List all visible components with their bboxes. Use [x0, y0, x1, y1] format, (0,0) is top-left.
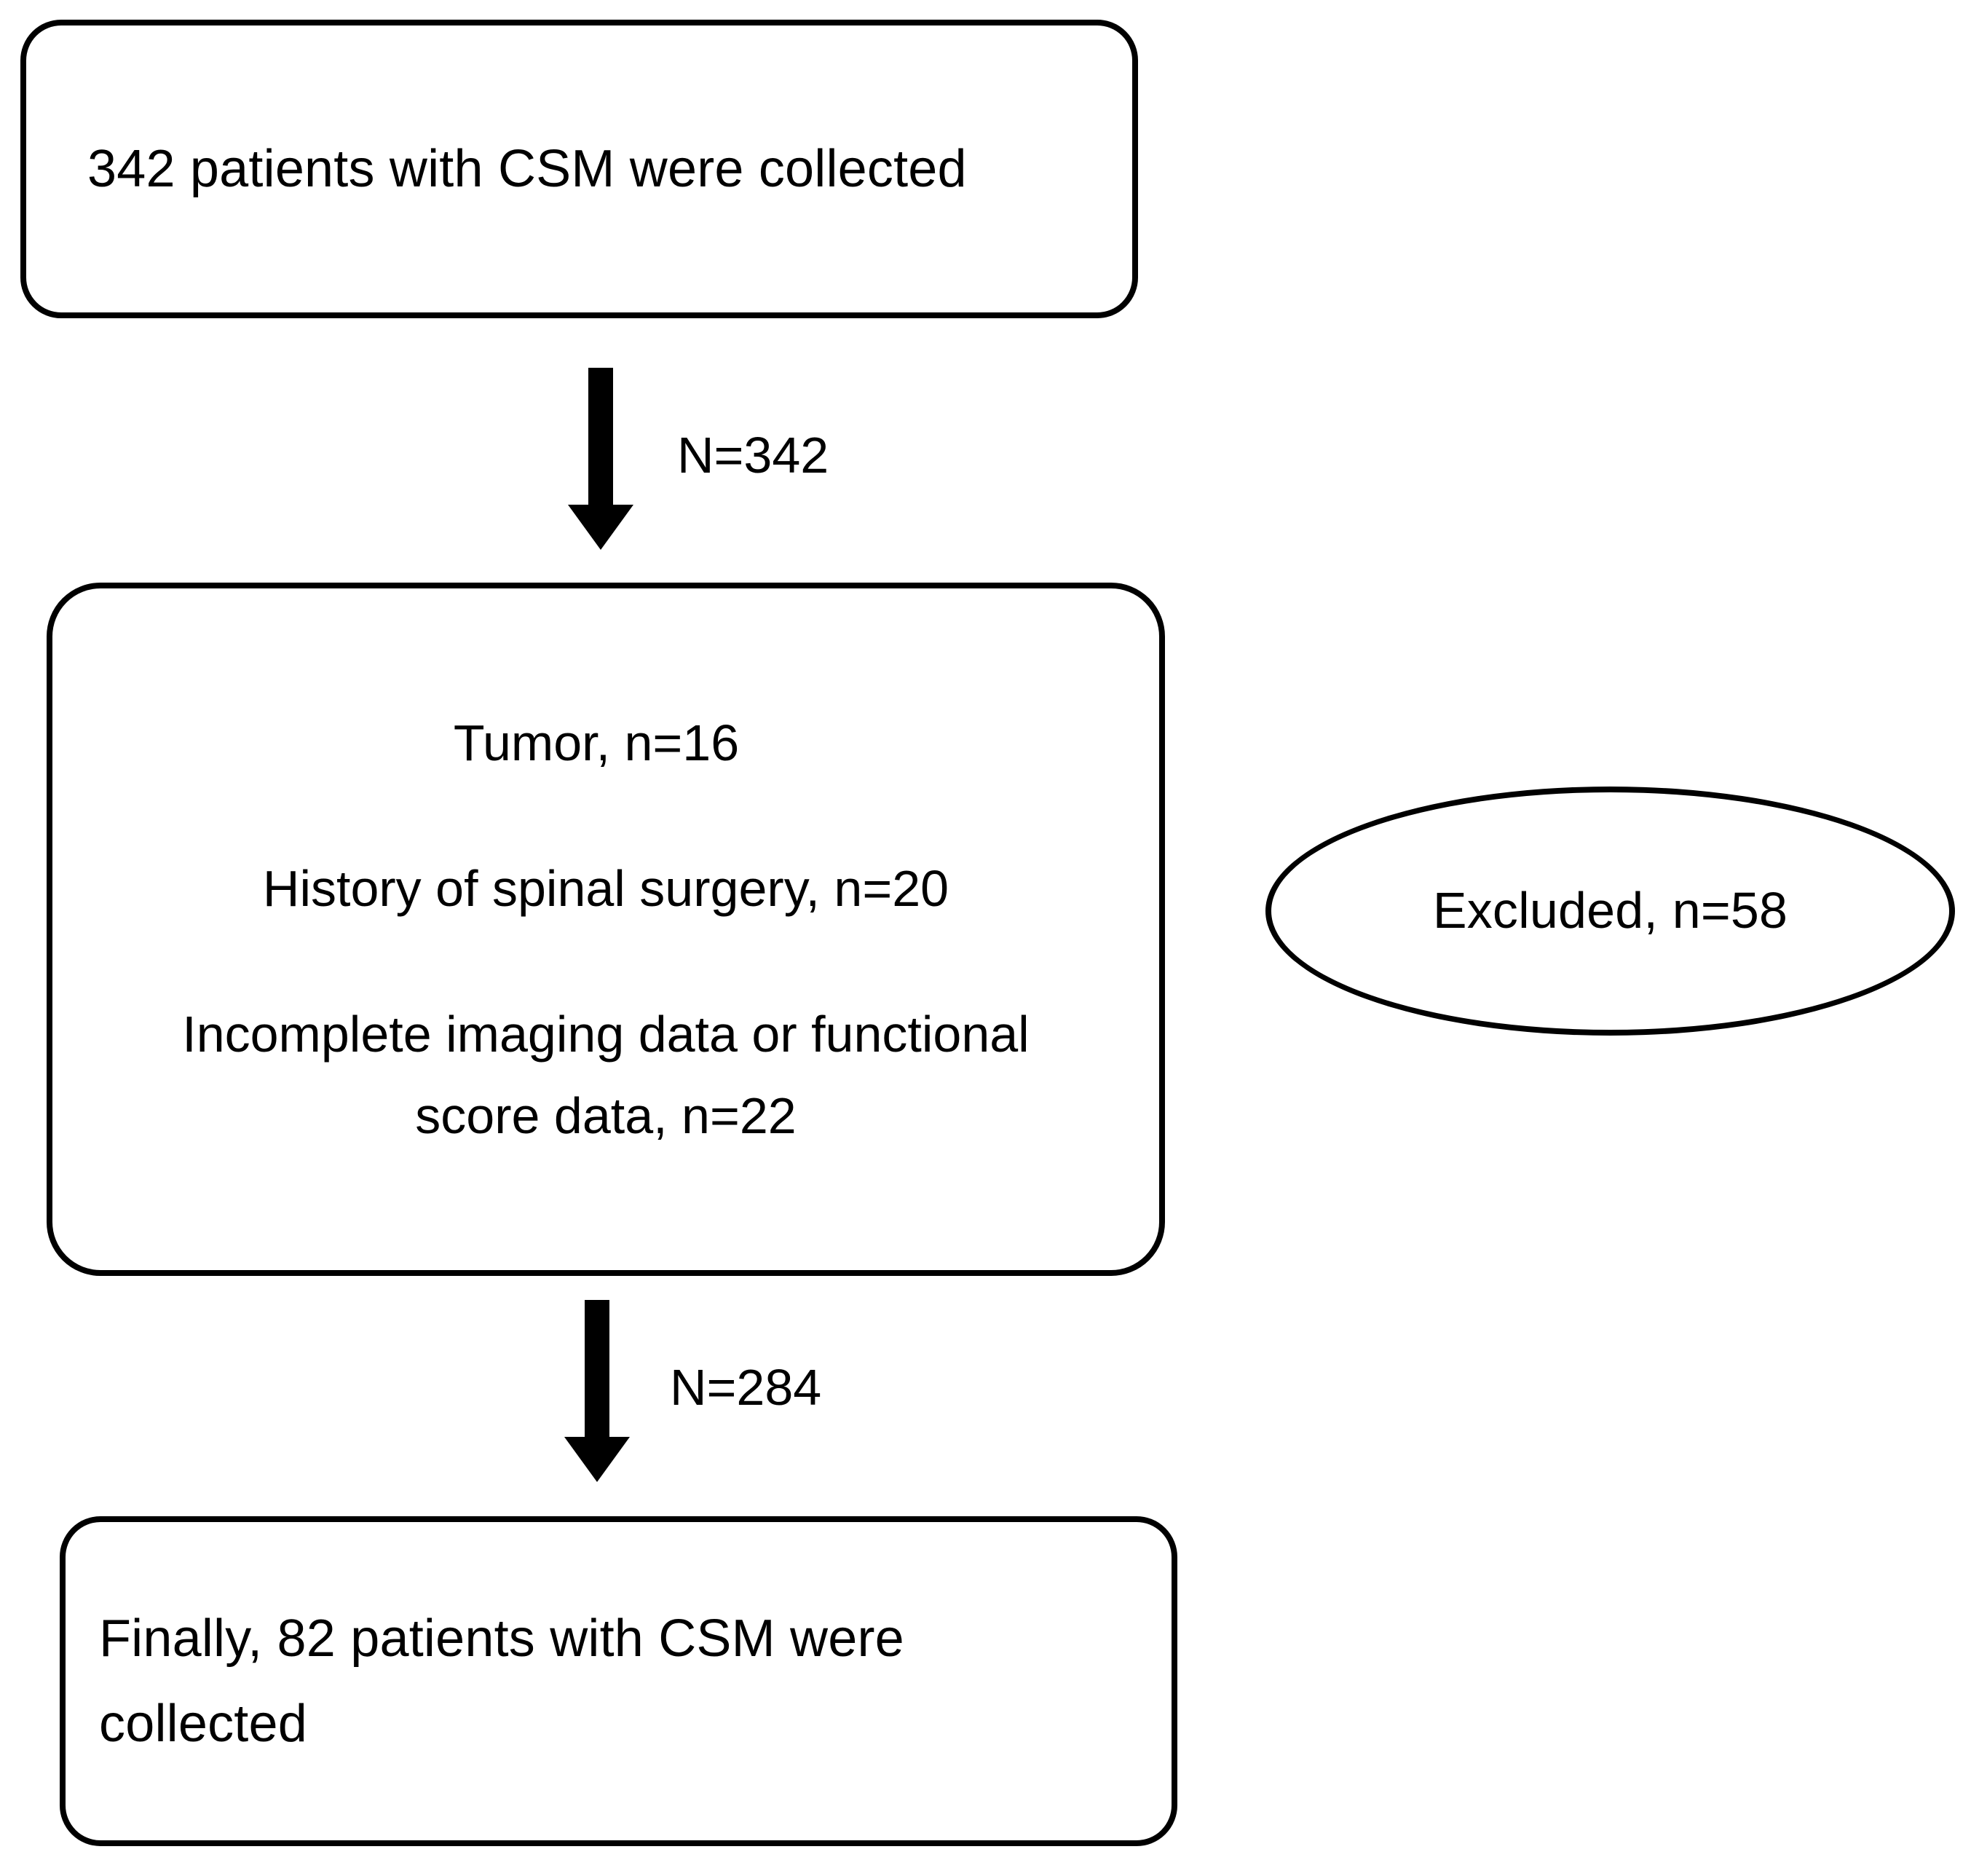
- arrow-exclusion-to-final: [564, 1300, 652, 1482]
- node-enrollment-label: 342 patients with CSM were collected: [87, 139, 967, 198]
- node-excluded-label: Excluded, n=58: [1432, 882, 1788, 939]
- exclusion-criteria-list: Tumor, n=16 History of spinal surgery, n…: [96, 702, 1115, 1156]
- arrow-enrollment-to-exclusion: [568, 368, 655, 550]
- node-final-cohort: Finally, 82 patients with CSM were colle…: [60, 1516, 1177, 1846]
- node-exclusion-criteria: Tumor, n=16 History of spinal surgery, n…: [47, 583, 1165, 1276]
- down-arrow-icon: [568, 368, 633, 550]
- exclusion-criterion-tumor: Tumor, n=16: [453, 714, 740, 771]
- node-excluded: Excluded, n=58: [1265, 787, 1955, 1036]
- down-arrow-icon: [564, 1300, 630, 1482]
- node-enrollment: 342 patients with CSM were collected: [20, 20, 1138, 318]
- node-final-cohort-label: Finally, 82 patients with CSM were colle…: [99, 1609, 904, 1753]
- arrow-exclusion-to-final-label: N=284: [670, 1359, 822, 1416]
- exclusion-criterion-prior-surgery: History of spinal surgery, n=20: [262, 860, 949, 917]
- arrow-enrollment-to-exclusion-label: N=342: [677, 427, 829, 484]
- exclusion-criterion-incomplete-data: Incomplete imaging data or functional sc…: [182, 1006, 1030, 1144]
